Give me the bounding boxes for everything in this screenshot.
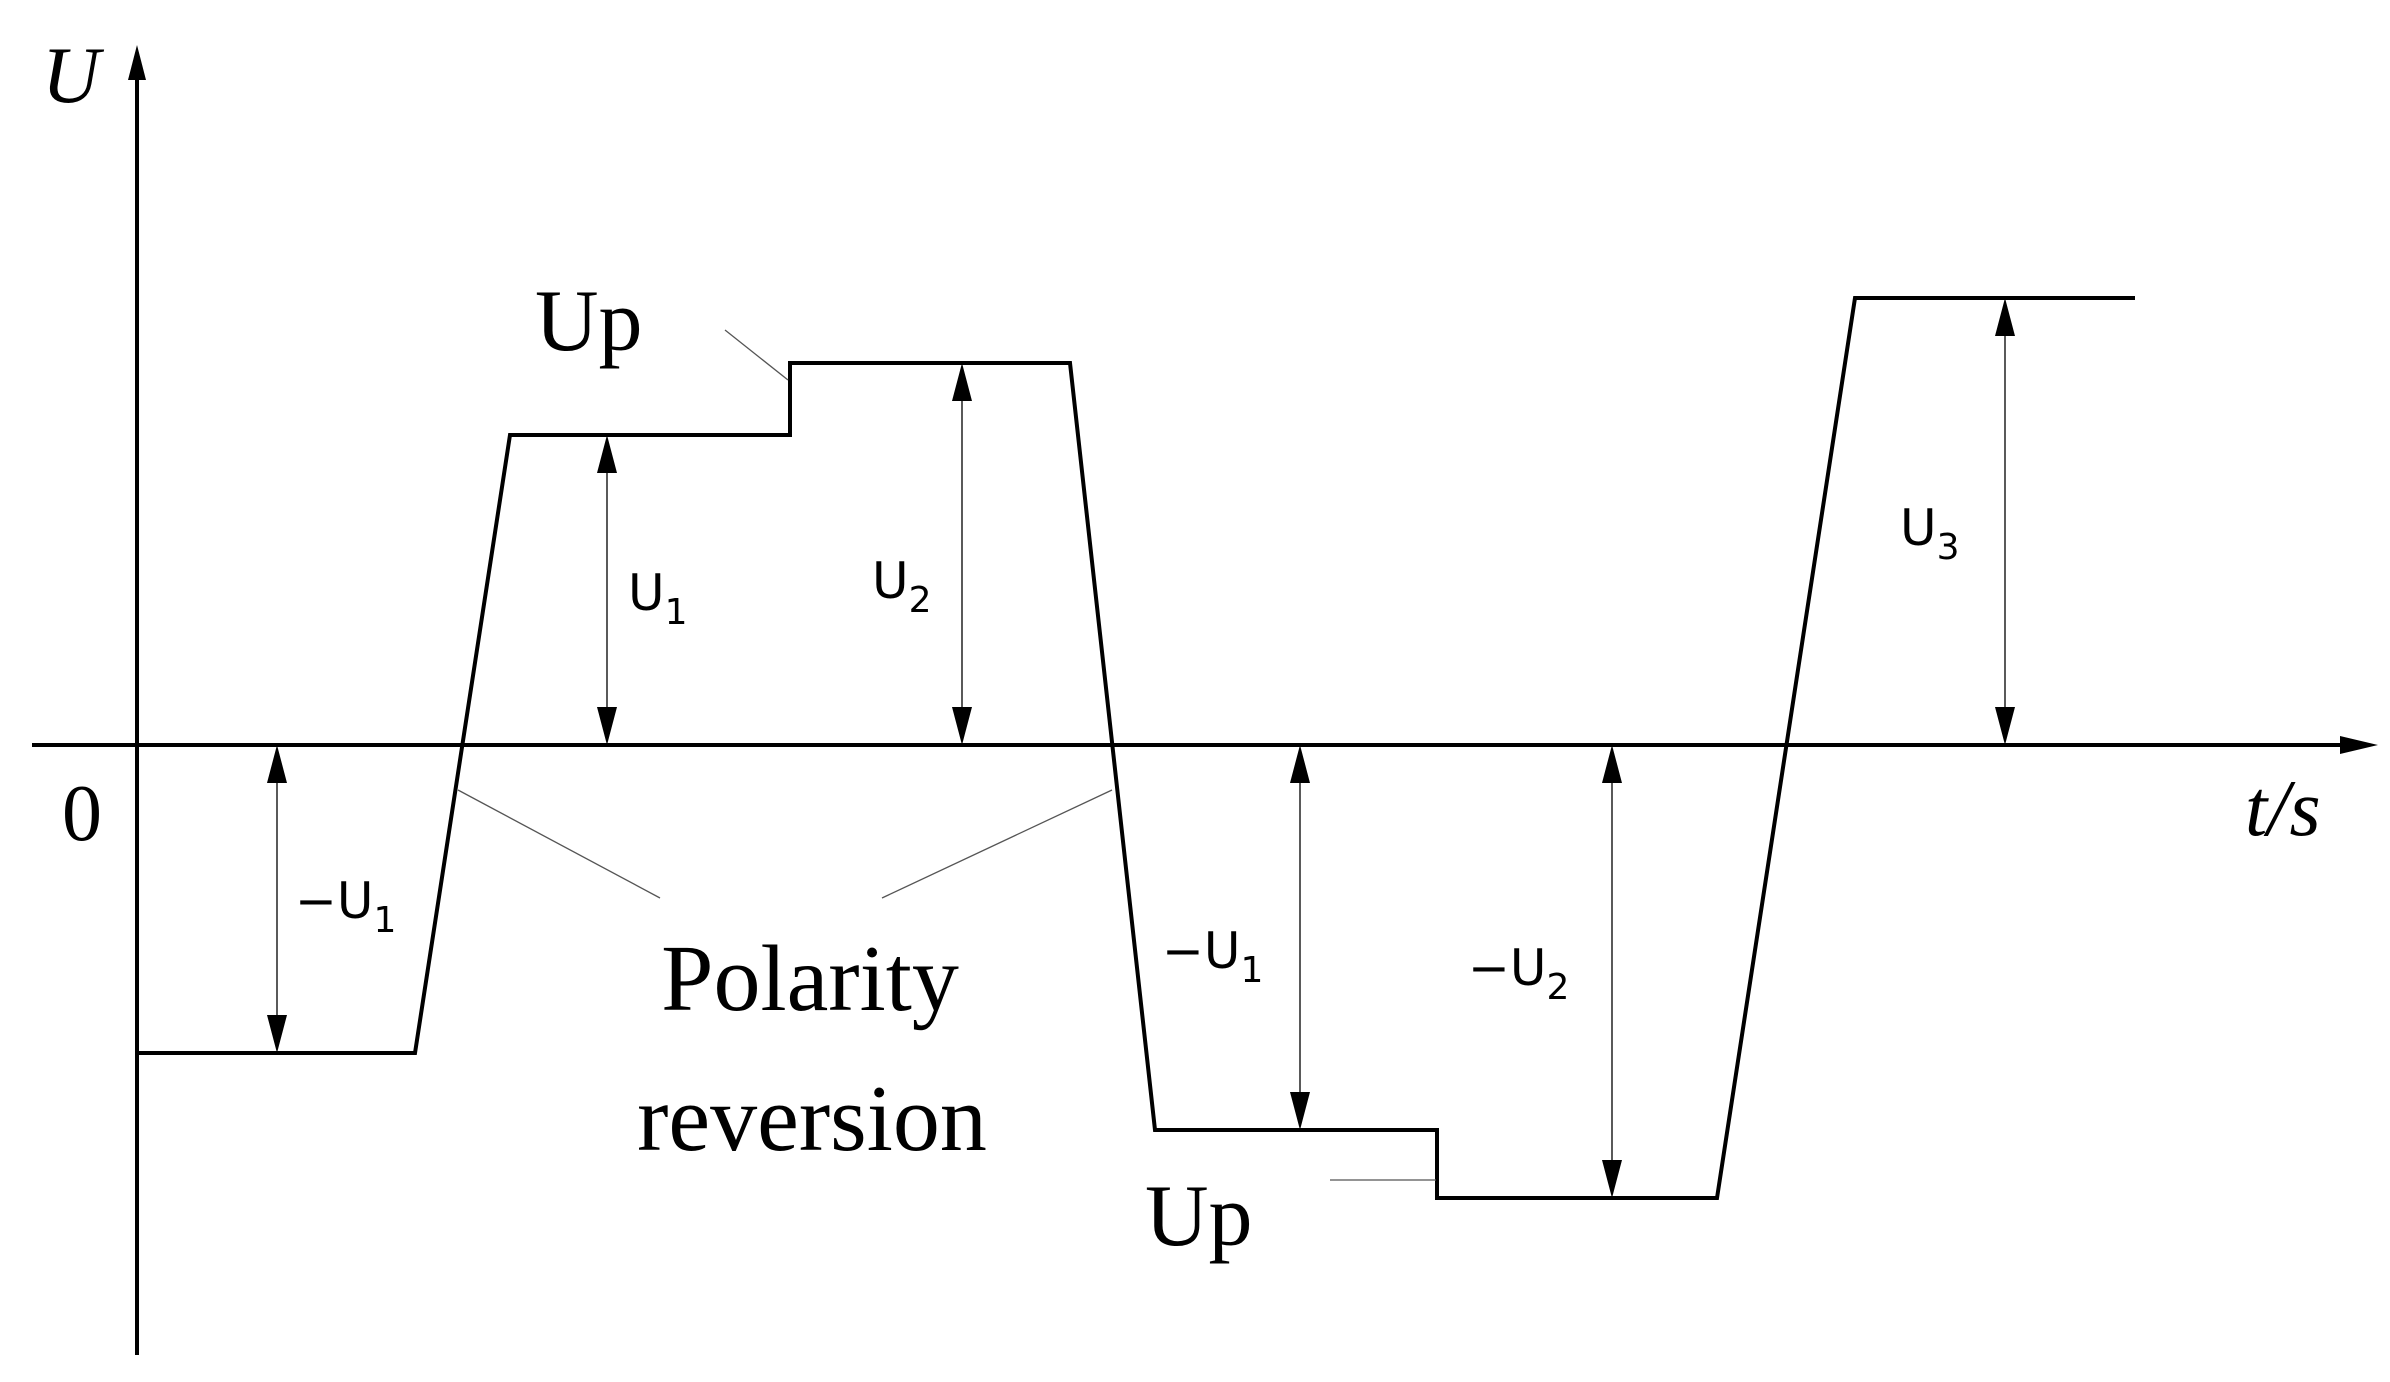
u3-dimension <box>1995 298 2015 745</box>
u2-dimension <box>952 363 972 745</box>
up-bottom-label: Up <box>1145 1168 1253 1265</box>
up-top-leader <box>724 329 789 381</box>
polarity-leader-right <box>881 789 1113 899</box>
neg-u2-dimension <box>1602 745 1622 1198</box>
up-top-label: Up <box>535 273 643 370</box>
voltage-waveform <box>137 296 2135 1200</box>
u1-label: U1 <box>628 564 688 633</box>
u2-label: U2 <box>872 552 932 621</box>
u3-label: U3 <box>1900 499 1960 568</box>
polarity-label: Polarity <box>661 927 959 1031</box>
origin-label: 0 <box>62 770 102 858</box>
neg-u1-second-dimension <box>1290 745 1310 1130</box>
neg-u1-second-label: −U1 <box>1162 922 1263 991</box>
neg-u1-first-label: −U1 <box>295 872 396 941</box>
neg-u2-label: −U2 <box>1468 939 1569 1008</box>
reversion-label: reversion <box>637 1067 987 1171</box>
x-axis-label: t/s <box>2245 765 2321 853</box>
y-axis-arrowhead <box>128 45 146 80</box>
polarity-leader-left <box>457 789 661 899</box>
y-axis-label: U <box>42 32 105 120</box>
u1-dimension <box>597 435 617 745</box>
neg-u1-first-dimension <box>267 745 287 1053</box>
x-axis-arrowhead <box>2340 736 2378 754</box>
